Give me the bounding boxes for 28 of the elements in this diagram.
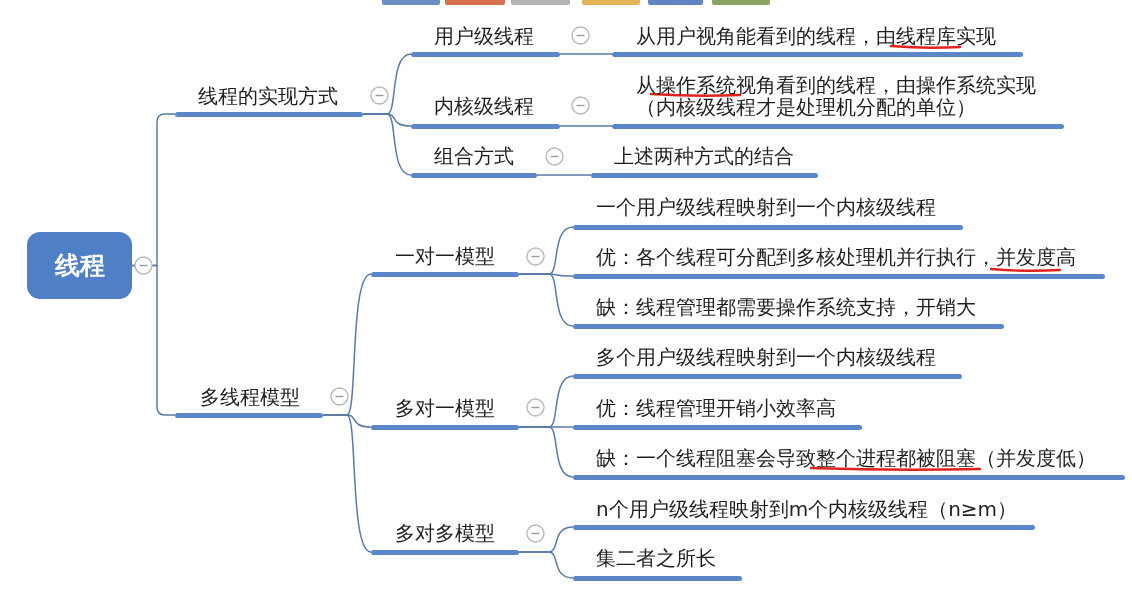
connector-line [518,273,574,327]
detail-topic: 一个用户级线程映射到一个内核级线程 [573,195,963,230]
detail-topic: 优：各个线程可分配到多核处理机并行执行，并发度高 [573,245,1105,279]
detail-topic: 缺：一个线程阻塞会导致整个进程都被阻塞（并发度低） [573,446,1125,480]
connector-line [559,53,613,55]
connector-line [518,551,574,579]
branch-topic: 多线程模型 [175,385,323,418]
detail-topic: 上述两种方式的结合 [591,144,818,178]
detail-topic: 优：线程管理开销小效率高 [573,396,862,430]
connector-line [559,125,613,127]
detail-topic: 集二者之所长 [573,546,742,581]
connector-line [322,414,372,553]
connector-line [362,113,412,176]
subtopic: 内核级线程 [411,94,560,129]
detail-topic: 从用户视角能看到的线程，由线程库实现 [612,24,1023,57]
subtopic: 用户级线程 [411,24,560,57]
subtopic: 一对一模型 [371,244,519,277]
detail-topic: 缺：线程管理都需要操作系统支持，开销大 [573,295,1004,329]
root-topic: 线程 [27,232,132,299]
subtopic: 多对多模型 [371,521,519,555]
branch-topic: 线程的实现方式 [175,84,363,117]
detail-topic: 从操作系统视角看到的线程，由操作系统实现（内核级线程才是处理机分配的单位） [612,74,1064,129]
subtopic: 多对一模型 [371,396,519,430]
subtopic: 组合方式 [411,144,537,178]
detail-topic: n个用户级线程映射到m个内核级线程（n≥m） [573,497,1035,530]
connector-line [536,174,592,176]
detail-topic: 多个用户级线程映射到一个内核级线程 [573,345,962,379]
connector-line [518,426,574,478]
